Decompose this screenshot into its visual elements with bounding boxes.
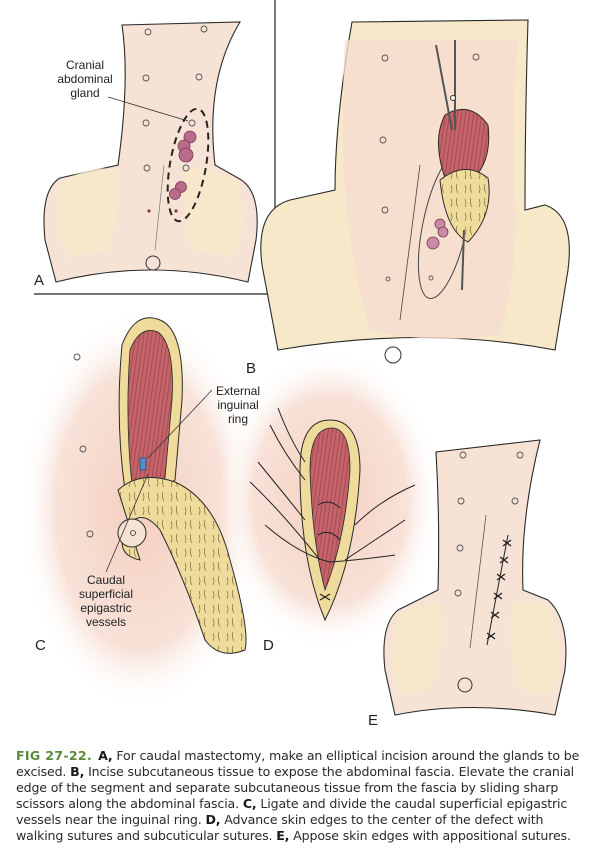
caption-text-e: Appose skin edges with appositional sutu… [289, 828, 571, 843]
caption-text-a: For caudal mastectomy, make an elliptica… [16, 748, 580, 779]
panel-letter-c: C [35, 637, 46, 654]
caption-text-c: Ligate and divide the caudal superficial… [16, 796, 568, 827]
caption-text-b: Incise subcutaneous tissue to expose the… [16, 764, 575, 811]
figure-number: FIG 27-22. [16, 748, 93, 763]
label-cranial-abdominal-gland: Cranial abdominal gland [57, 58, 113, 100]
label-external-inguinal-ring: External inguinal ring [215, 384, 261, 426]
caption-letter-e: E, [276, 828, 290, 843]
panel-letter-a: A [34, 272, 45, 289]
figure-caption: FIG 27-22. A, For caudal mastectomy, make… [16, 748, 588, 844]
panel-e-illustration [383, 439, 567, 716]
caption-letter-c: C, [242, 796, 257, 811]
panel-letter-e: E [368, 712, 379, 729]
panel-a-illustration [34, 0, 276, 295]
figure-illustration [20, 0, 570, 716]
caption-letter-d: D, [205, 812, 221, 827]
caption-letter-b: B, [70, 764, 85, 779]
panel-c-illustration [20, 310, 260, 710]
panel-d-illustration [220, 350, 440, 650]
label-caudal-superficial-epigastric-vessels: Caudal superficial epigastric vessels [78, 573, 134, 629]
caption-text-d: Advance skin edges to the center of the … [16, 812, 544, 843]
panel-letter-b: B [246, 360, 257, 377]
panel-letter-d: D [263, 637, 274, 654]
surgical-figure: Cranial abdominal gland External inguina… [20, 0, 570, 729]
suture-marks [486, 539, 512, 640]
panel-b-illustration [260, 19, 570, 364]
caption-letter-a: A, [98, 748, 113, 763]
